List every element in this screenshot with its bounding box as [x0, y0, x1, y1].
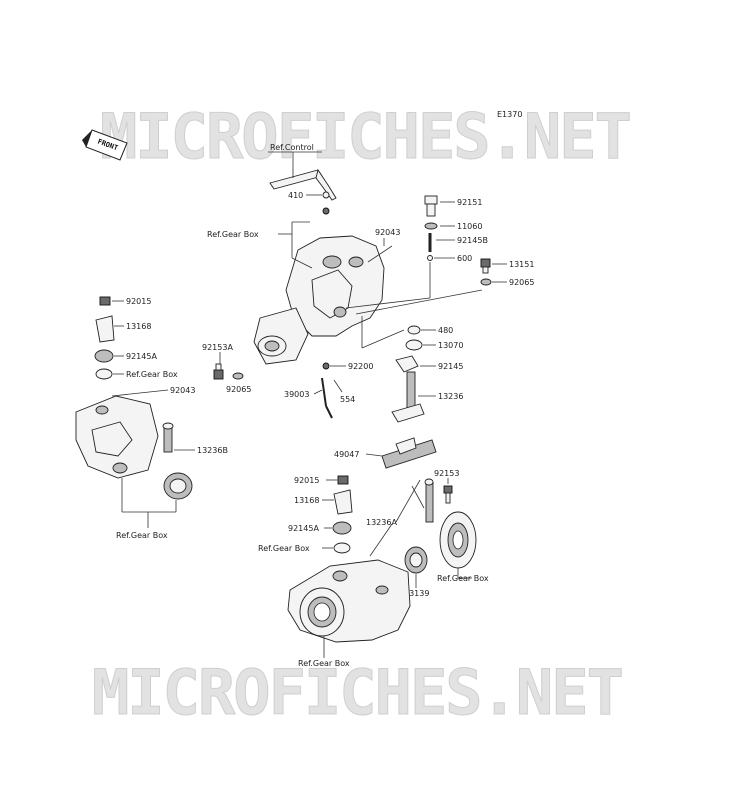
part-92065-right	[480, 278, 492, 286]
lower-housing-part	[287, 559, 411, 643]
part-410	[322, 191, 330, 199]
part-92015-left	[99, 296, 111, 306]
part-seal-mid	[333, 542, 351, 554]
upper-housing-part	[253, 235, 385, 365]
part-92153	[443, 485, 453, 504]
part-92153a	[213, 363, 224, 380]
part-554	[333, 379, 343, 393]
label-92145-right: 92145	[438, 362, 463, 371]
label-92145a-left: 92145A	[126, 352, 157, 361]
part-92043-left	[111, 389, 169, 397]
part-13139	[404, 546, 428, 574]
label-410: 410	[288, 191, 303, 200]
label-92065-left: 92065	[226, 385, 251, 394]
part-92065-left	[232, 372, 244, 380]
part-92015-mid	[337, 475, 349, 485]
label-39003: 39003	[284, 390, 309, 399]
part-39003	[321, 377, 333, 419]
label-92200: 92200	[348, 362, 373, 371]
label-92065-right: 92065	[509, 278, 534, 287]
label-ref-control: Ref.Control	[270, 143, 314, 152]
part-13236b	[162, 422, 174, 453]
label-480: 480	[438, 326, 453, 335]
label-92015-mid: 92015	[294, 476, 319, 485]
label-ref-gear-box-5: Ref.Gear Box	[437, 574, 489, 583]
label-13236a: 13236A	[366, 518, 397, 527]
front-arrow-icon: FRONT	[82, 129, 128, 161]
bearing-part	[439, 511, 477, 569]
label-ref-gear-box-4: Ref.Gear Box	[258, 544, 310, 553]
part-92145a-mid	[332, 521, 352, 535]
part-92145-right	[395, 355, 419, 373]
label-92015-left: 92015	[126, 297, 151, 306]
left-housing-part	[75, 395, 159, 479]
label-13070: 13070	[438, 341, 463, 350]
part-92151	[424, 195, 438, 217]
label-13236b: 13236B	[197, 446, 228, 455]
part-92043-top	[367, 245, 393, 263]
label-92153a: 92153A	[202, 343, 233, 352]
label-554: 554	[340, 395, 355, 404]
label-13236: 13236	[438, 392, 463, 401]
part-11060	[424, 222, 438, 230]
part-92200	[322, 362, 330, 370]
label-ref-gear-box-2: Ref.Gear Box	[126, 370, 178, 379]
part-92145a-left	[94, 349, 114, 363]
left-gear-part	[163, 472, 193, 500]
watermark-bottom: MICROFICHES.NET	[92, 656, 622, 729]
label-92145b: 92145B	[457, 236, 488, 245]
label-13151: 13151	[509, 260, 534, 269]
part-nut-top	[322, 207, 330, 215]
part-13151	[480, 258, 491, 274]
part-13070	[405, 339, 423, 351]
label-600: 600	[457, 254, 472, 263]
part-49047	[381, 437, 437, 469]
watermark-top: MICROFICHES.NET	[100, 100, 630, 173]
label-92145a-mid: 92145A	[288, 524, 319, 533]
label-13168-left: 13168	[126, 322, 151, 331]
label-92153: 92153	[434, 469, 459, 478]
control-bracket-part	[269, 168, 337, 201]
diagram-code: E1370	[497, 110, 522, 119]
part-600	[427, 255, 433, 261]
part-13168-mid	[333, 489, 353, 515]
label-ref-gear-box-3: Ref.Gear Box	[116, 531, 168, 540]
label-11060: 11060	[457, 222, 482, 231]
part-13236a	[424, 478, 434, 523]
part-seal-left	[95, 368, 113, 380]
label-92043-left: 92043	[170, 386, 195, 395]
part-13168-left	[95, 315, 115, 343]
label-ref-gear-box-1: Ref.Gear Box	[207, 230, 259, 239]
label-49047: 49047	[334, 450, 359, 459]
label-92043-top: 92043	[375, 228, 400, 237]
part-480	[407, 325, 421, 335]
label-13139: 13139	[404, 589, 429, 598]
label-92151: 92151	[457, 198, 482, 207]
label-ref-gear-box-6: Ref.Gear Box	[298, 659, 350, 668]
part-13236	[391, 371, 425, 423]
label-13168-mid: 13168	[294, 496, 319, 505]
